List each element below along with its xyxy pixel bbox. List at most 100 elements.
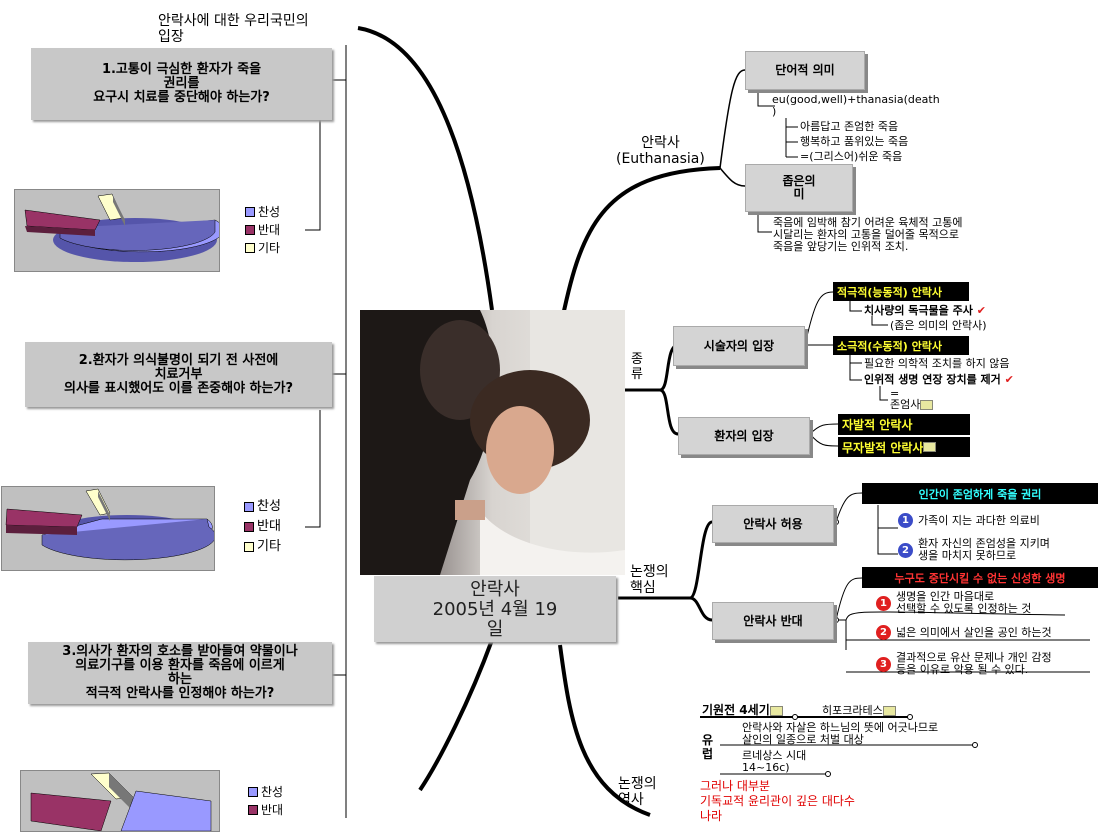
pie-2-legend: 찬성 반대 기타 [244, 497, 281, 557]
con-item-2: 2 넓은 의미에서 살인을 공인 하는것 [876, 625, 1052, 640]
definition-label-line1: 안락사 [641, 135, 680, 151]
memo-icon [920, 400, 934, 410]
con-item-line: 선택할 수 있도록 인정하는 것 [896, 602, 1032, 615]
question-3-line: 의료기구를 이용 환자를 죽음에 이르게 [75, 658, 285, 673]
literal-item: 행복하고 품위있는 죽음 [800, 135, 909, 148]
pie-chart-1 [14, 189, 224, 272]
number-icon: 1 [876, 595, 891, 611]
pie-3-legend: 찬성 반대 [248, 783, 283, 819]
number-icon: 3 [876, 656, 891, 672]
narrow-meaning-box: 좁은의 미 [745, 164, 853, 212]
number-icon: 1 [898, 513, 913, 528]
hippocrates-text: 히포크라테스 [822, 704, 883, 717]
voluntary-label: 자발적 안락사 [838, 414, 970, 435]
mindmap-connectors [305, 26, 1090, 818]
history-label-line2: 역사 [618, 792, 644, 808]
debate-label-line1: 논쟁의 [630, 564, 669, 580]
legend-label: 찬성 [258, 205, 281, 219]
memo-icon [769, 705, 783, 716]
memo-icon [923, 442, 937, 452]
patient-box: 환자의 입장 [678, 417, 810, 455]
legend-item: 반대 [244, 517, 281, 537]
legend-item: 찬성 [244, 497, 281, 517]
practitioner-box: 시술자의 입장 [673, 326, 805, 366]
europe-text-line: 살인의 일종으로 처벌 대상 [742, 733, 864, 746]
types-label-line1: 종 [631, 352, 643, 367]
legend-label: 반대 [261, 803, 284, 817]
legend-item: 기타 [245, 239, 280, 257]
center-date-suffix: 일 [486, 619, 504, 640]
pie-chart-2 [1, 486, 216, 571]
pro-item-text: 가족이 지는 과다한 의료비 [918, 513, 1040, 527]
legend-item: 반대 [248, 801, 283, 819]
number-icon: 2 [876, 625, 891, 640]
question-1-line: 요구시 치료를 중단해야 하는가? [93, 90, 270, 105]
question-1-line: 권리를 [163, 76, 200, 91]
narrow-desc-line: 죽음을 앞당기는 인위적 조치. [773, 240, 909, 253]
renaissance-line: 르네상스 시대 [742, 749, 807, 762]
con-item-line: 등을 이유로 악용 될 수 있다. [896, 663, 1029, 676]
pie-2-graphic [5, 488, 216, 561]
definition-label-line2: (Euthanasia) [616, 151, 705, 167]
legend-label: 반대 [258, 223, 281, 237]
red-note-line: 기독교적 윤리관이 깊은 대다수 [700, 794, 855, 808]
question-1-line: 1.고통이 극심한 환자가 죽을 [101, 62, 262, 77]
pie-1-legend: 찬성 반대 기타 [245, 203, 280, 257]
memo-icon [882, 706, 896, 716]
history-bc-text: 기원전 4세기 [702, 703, 770, 717]
history-bc: 기원전 4세기 [702, 704, 783, 716]
left-heading: 안락사에 대한 우리국민의 입장 [158, 13, 309, 45]
legend-label: 찬성 [257, 499, 281, 514]
definition-branch-label: 안락사 (Euthanasia) [616, 135, 705, 167]
narrow-title-line1: 좁은의 [782, 174, 816, 188]
legend-item: 찬성 [248, 783, 283, 801]
center-photo [360, 310, 625, 575]
europe-text-line: 안락사와 자살은 하느님의 뜻에 어긋나므로 [742, 721, 939, 734]
question-3-line: 3.의사가 환자의 호소를 받아들여 약물이나 [62, 644, 298, 659]
etymology-line1: eu(good,well)+thanasia(death [772, 93, 940, 106]
pie-3-graphic [30, 772, 212, 832]
pro-box: 안락사 허용 [712, 505, 834, 543]
legend-item: 반대 [245, 221, 280, 239]
con-box: 안락사 반대 [712, 602, 834, 640]
active-item-text: 치사량의 독극물을 주사 [864, 304, 973, 317]
equals-sign: = [890, 387, 900, 400]
etymology-line2: ) [772, 105, 777, 118]
check-icon: ✔ [976, 304, 986, 317]
question-1-box: 1.고통이 극심한 환자가 죽을 권리를 요구시 치료를 중단해야 하는가? [31, 48, 332, 120]
active-euthanasia-label: 적극적(능동적) 안락사 [833, 282, 969, 301]
europe-line1: 유 [702, 733, 714, 747]
history-label-line1: 논쟁의 [618, 776, 657, 792]
active-note: (좁은 의미의 안락사) [890, 319, 987, 332]
involuntary-label: 무자발적 안락사 [838, 437, 970, 457]
passive-euthanasia-label: 소극적(수동적) 안락사 [833, 336, 969, 355]
pie-chart-3 [20, 770, 220, 832]
involuntary-text: 무자발적 안락사 [842, 440, 924, 455]
history-renaissance: 르네상스 시대 14~16c) [742, 750, 806, 774]
narrow-title-line2: 미 [793, 187, 805, 201]
passive-item-2: 인위적 생명 연장 장치를 제거 ✔ [864, 374, 1014, 386]
con-item-line: 결과적으로 유산 문제나 개인 감정 [896, 651, 1052, 664]
legend-item: 기타 [244, 537, 281, 557]
debate-label-line2: 핵심 [630, 580, 656, 596]
center-date: 2005년 4월 19 [432, 599, 558, 620]
pro-item-line: 환자 자신의 존엄성을 지키며 [918, 537, 1050, 550]
red-note-line: 그러나 대부분 [700, 779, 771, 793]
center-title: 안락사 [470, 579, 520, 600]
types-label-line2: 류 [631, 367, 643, 382]
literal-meaning-box: 단어적 의미 [745, 51, 865, 90]
narrow-description: 죽음에 임박해 참기 어려운 육체적 고통에 시달리는 환자의 고통을 덜어줄 … [773, 217, 963, 253]
passive-item-2-text: 인위적 생명 연장 장치를 제거 [864, 373, 1001, 386]
debate-branch-label: 논쟁의 핵심 [630, 564, 669, 596]
con-banner: 누구도 중단시킬 수 없는 신성한 생명 [862, 567, 1098, 588]
center-title-box: 안락사 2005년 4월 19 일 [374, 576, 616, 642]
history-europe-text: 안락사와 자살은 하느님의 뜻에 어긋나므로 살인의 일종으로 처벌 대상 [742, 722, 938, 746]
europe-line2: 럽 [702, 747, 714, 761]
passive-note-text: 존엄사 [890, 398, 921, 411]
pie-1-graphic [24, 193, 224, 262]
